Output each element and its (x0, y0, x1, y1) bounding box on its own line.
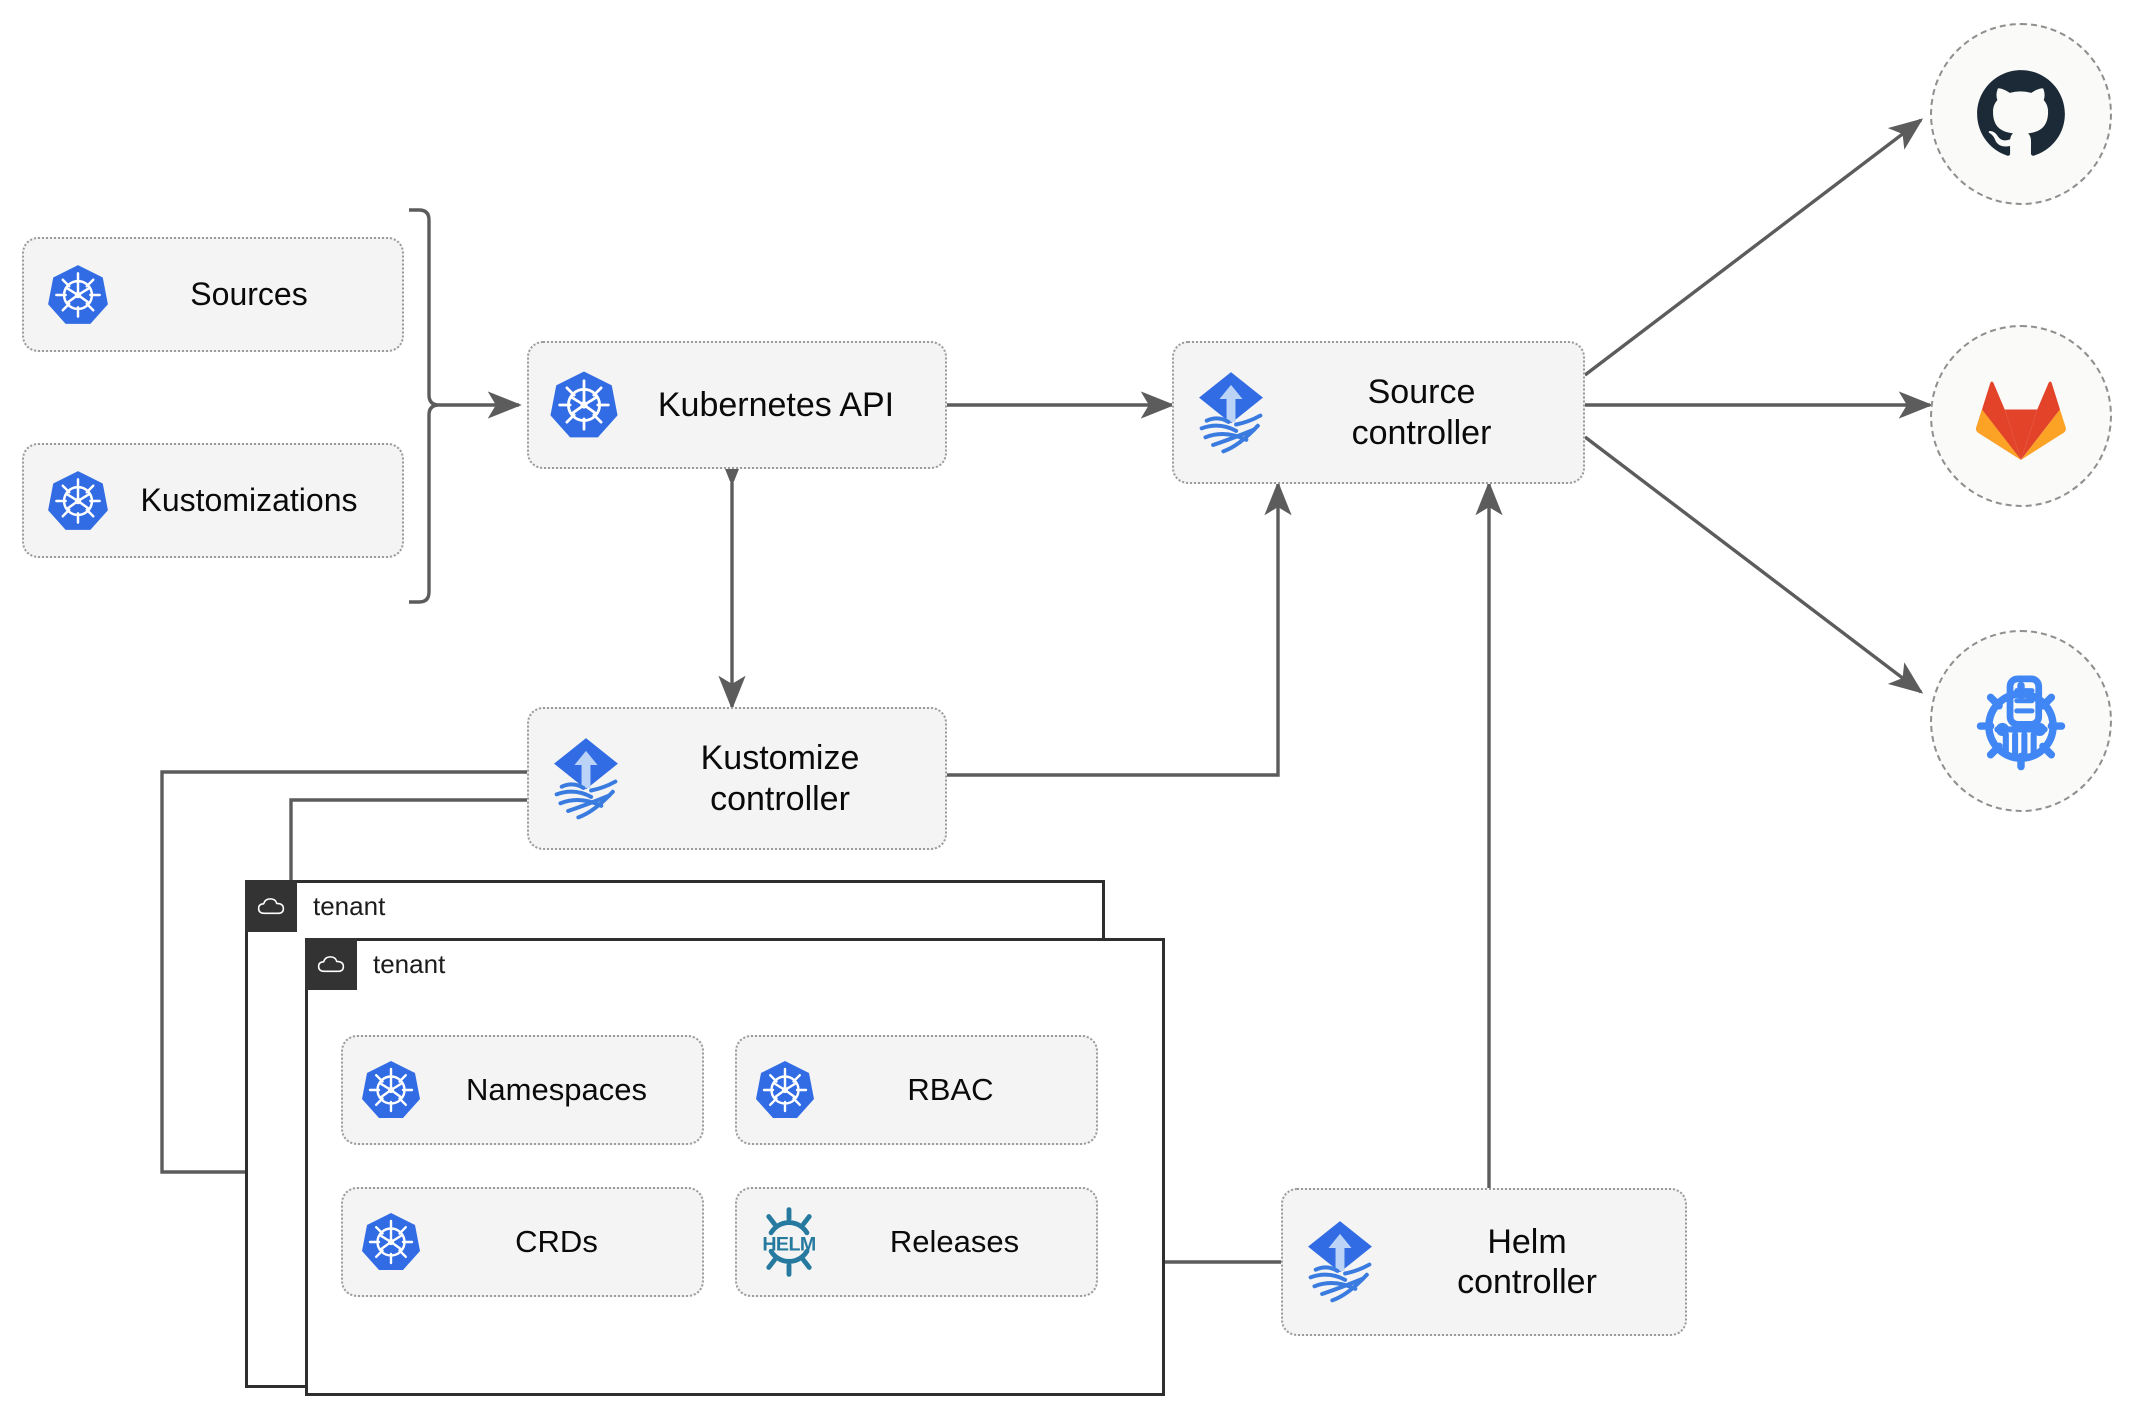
node-helm-controller[interactable]: Helm controller (1281, 1188, 1687, 1336)
bucket-icon (1976, 675, 2066, 771)
tenant-label: tenant (313, 890, 386, 921)
endpoint-github[interactable] (1930, 23, 2112, 205)
node-label: Source controller (1351, 373, 1492, 452)
kubernetes-icon (357, 1056, 425, 1124)
endpoint-bucket[interactable] (1930, 630, 2112, 812)
edge-sourcectrl-github (1583, 118, 1924, 377)
tenant-header: tenant (245, 880, 385, 932)
kubernetes-icon (751, 1056, 819, 1124)
endpoint-gitlab[interactable] (1930, 325, 2112, 507)
node-namespaces[interactable]: Namespaces (341, 1035, 704, 1145)
github-icon (1977, 70, 2065, 156)
node-kustomizations[interactable]: Kustomizations (22, 443, 404, 558)
kubernetes-icon (42, 259, 114, 331)
node-kustomize-controller[interactable]: Kustomize controller (527, 707, 947, 850)
node-label: Sources (190, 275, 308, 312)
node-label: RBAC (907, 1071, 994, 1107)
cloud-icon (245, 880, 297, 932)
node-kubernetes-api[interactable]: Kubernetes API (527, 341, 947, 469)
kubernetes-icon (42, 465, 114, 537)
tenant-header: tenant (305, 938, 445, 990)
edge-sources-bracket (409, 208, 440, 604)
node-label: Releases (889, 1223, 1020, 1259)
tenant-container-inner: tenant (305, 938, 1165, 1396)
node-sources[interactable]: Sources (22, 237, 404, 352)
node-label: CRDs (515, 1223, 598, 1259)
node-source-controller[interactable]: Source controller (1172, 341, 1585, 484)
flux-icon (543, 731, 629, 827)
node-label: Namespaces (466, 1071, 647, 1107)
edge-sourcectrl-bucket (1583, 435, 1924, 694)
flux-icon (1297, 1214, 1383, 1310)
node-releases[interactable]: HELM Releases (735, 1187, 1098, 1297)
edge-kustomizectrl-sourcectrl (947, 481, 1292, 777)
node-rbac[interactable]: RBAC (735, 1035, 1098, 1145)
kubernetes-icon (545, 366, 623, 444)
svg-text:HELM: HELM (762, 1234, 816, 1256)
flux-icon (1188, 365, 1274, 461)
node-crds[interactable]: CRDs (341, 1187, 704, 1297)
cloud-icon (305, 938, 357, 990)
node-label: Kustomize controller (700, 739, 860, 818)
tenant-label: tenant (373, 948, 446, 979)
node-label: Helm controller (1457, 1222, 1597, 1301)
node-label: Kustomizations (140, 481, 358, 518)
gitlab-icon (1976, 381, 2066, 460)
helm-icon: HELM (751, 1204, 827, 1280)
node-label: Kubernetes API (657, 385, 895, 424)
kubernetes-icon (357, 1208, 425, 1276)
